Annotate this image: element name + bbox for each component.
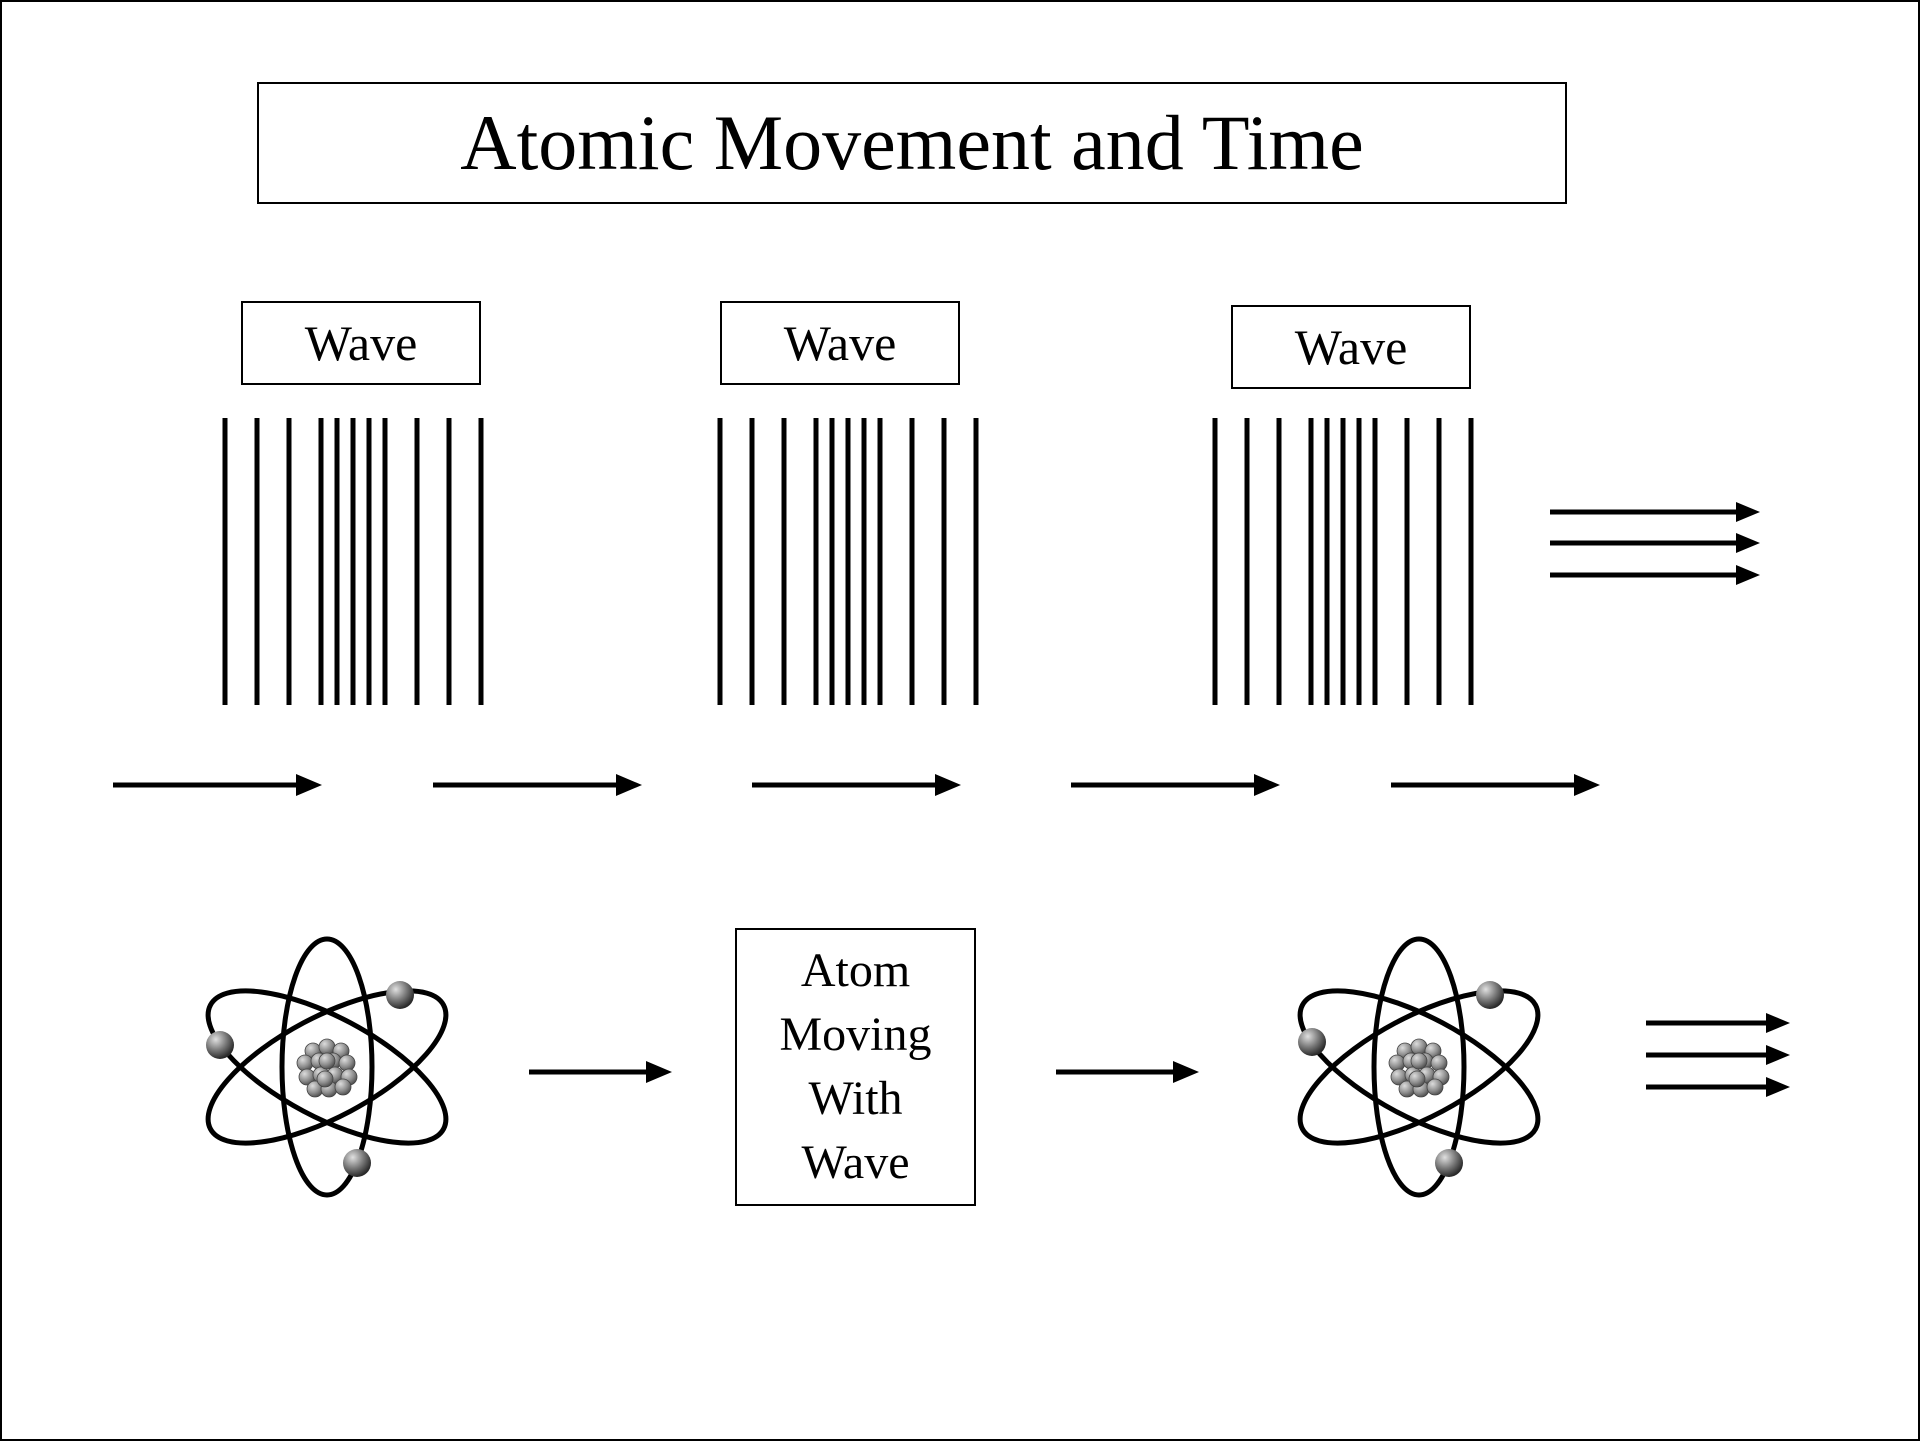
electron <box>1476 981 1504 1009</box>
right-arrow-icon <box>113 774 322 796</box>
atom-box-line-4: Wave <box>801 1136 910 1189</box>
diagram-title: Atomic Movement and Time <box>257 82 1567 204</box>
right-arrow-icon <box>752 774 961 796</box>
electron <box>1298 1028 1326 1056</box>
right-arrow-icon <box>433 774 642 796</box>
wave-lines-3 <box>1212 418 1474 705</box>
electron <box>386 981 414 1009</box>
wave-label-3: Wave <box>1231 305 1471 389</box>
atom-moving-with-wave-box: Atom Moving With Wave <box>735 928 976 1206</box>
electron <box>206 1031 234 1059</box>
electron <box>1435 1149 1463 1177</box>
atom-box-line-1: Atom <box>800 944 911 997</box>
nucleus <box>296 1038 358 1098</box>
atom-icon <box>1297 936 1541 1198</box>
atom-box-line-2: Moving <box>779 1008 932 1061</box>
atom-box-line-3: With <box>808 1072 903 1125</box>
electron <box>343 1149 371 1177</box>
right-arrow-icon <box>1391 774 1600 796</box>
right-arrow-icon <box>1071 774 1280 796</box>
triple-right-arrow-icon <box>1646 1013 1790 1097</box>
wave-label-1: Wave <box>241 301 481 385</box>
atom-icon <box>205 936 449 1198</box>
right-arrow-icon <box>529 1061 672 1083</box>
right-arrow-icon <box>1056 1061 1199 1083</box>
wave-lines-2 <box>717 418 979 705</box>
triple-right-arrow-icon <box>1550 502 1760 585</box>
wave-lines-1 <box>222 418 484 705</box>
nucleus <box>1388 1038 1450 1098</box>
wave-label-2: Wave <box>720 301 960 385</box>
